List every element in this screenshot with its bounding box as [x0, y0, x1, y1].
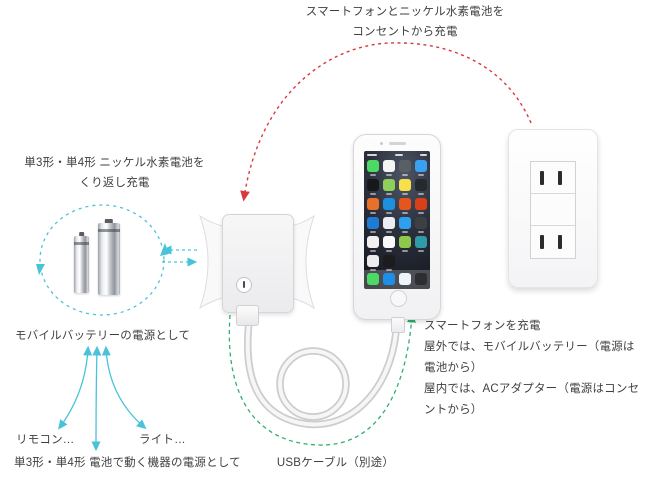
app-icon [399, 160, 411, 176]
earpiece [389, 142, 406, 145]
app-icon [399, 217, 411, 233]
app-icon [367, 179, 379, 195]
arrow-to-devices [91, 345, 102, 452]
app-icon [383, 179, 395, 195]
label-charge-smartphone: スマートフォンを充電 屋外では、モバイルバッテリー（電源は電池から） 屋内では、… [424, 320, 640, 416]
app-icon [367, 160, 379, 176]
app-icon [367, 217, 379, 233]
app-icon [383, 255, 395, 271]
home-button [390, 290, 407, 307]
label-remote-control: リモコン… [16, 434, 75, 446]
dock-app-icon [415, 273, 427, 285]
recycle-arrowhead-left [36, 264, 45, 275]
app-icon [367, 236, 379, 252]
phone-screen [364, 151, 430, 289]
app-icon [399, 179, 411, 195]
smartphone [353, 134, 441, 320]
battery-terminal [104, 219, 114, 223]
usb-a-connector [236, 305, 259, 326]
app-icon [367, 198, 379, 214]
status-bar [367, 153, 427, 157]
socket-slot [540, 235, 544, 249]
wall-outlet [508, 129, 598, 288]
dock-app-icon [399, 273, 411, 285]
arrow-to-remote [58, 345, 93, 430]
battery-terminal [78, 232, 85, 236]
dock-app-icon [367, 273, 379, 285]
app-icon [399, 236, 411, 252]
app-icon [383, 160, 395, 176]
label-usb-cable: USBケーブル（別途） [276, 457, 395, 469]
app-icon [383, 217, 395, 233]
charger-latch-button [236, 277, 252, 293]
app-icon [415, 160, 427, 176]
usb-cable [244, 318, 400, 429]
app-icon [415, 179, 427, 195]
lightning-connector [391, 317, 405, 333]
battery-recycle-circle [39, 204, 165, 316]
app-icon [367, 255, 379, 271]
app-icon [415, 236, 427, 252]
socket-slot [558, 171, 562, 185]
app-grid [367, 160, 427, 274]
socket-bottom [531, 226, 575, 258]
app-icon [383, 236, 395, 252]
label-mobile-battery-power: モバイルバッテリーの電源として [15, 330, 191, 342]
outlet-sockets [530, 161, 576, 259]
dock-app-icon [383, 273, 395, 285]
label-rechargeable-batteries: 単3形・単4形 ニッケル水素電池を くり返し充電 [24, 157, 205, 189]
app-icon [383, 198, 395, 214]
socket-slot [540, 171, 544, 185]
arrow-to-light [101, 345, 147, 430]
socket-blank [531, 194, 575, 226]
arrow-charger-to-phone [228, 312, 417, 446]
app-icon [399, 198, 411, 214]
battery-aaa [74, 232, 89, 293]
label-top-charge-from-outlet: スマートフォンとニッケル水素電池を コンセントから充電 [305, 6, 505, 38]
label-light: ライト… [139, 434, 186, 446]
socket-top [531, 162, 575, 194]
socket-slot [558, 235, 562, 249]
dock [364, 270, 430, 289]
app-icon [415, 217, 427, 233]
arrow-outlet-to-charger [240, 42, 532, 202]
battery-aa [98, 219, 120, 295]
label-battery-powered-devices: 単3形・単4形 電池で動く機器の電源として [14, 457, 241, 469]
app-icon [415, 198, 427, 214]
front-camera [380, 142, 383, 145]
mobile-battery-charger [222, 214, 294, 313]
